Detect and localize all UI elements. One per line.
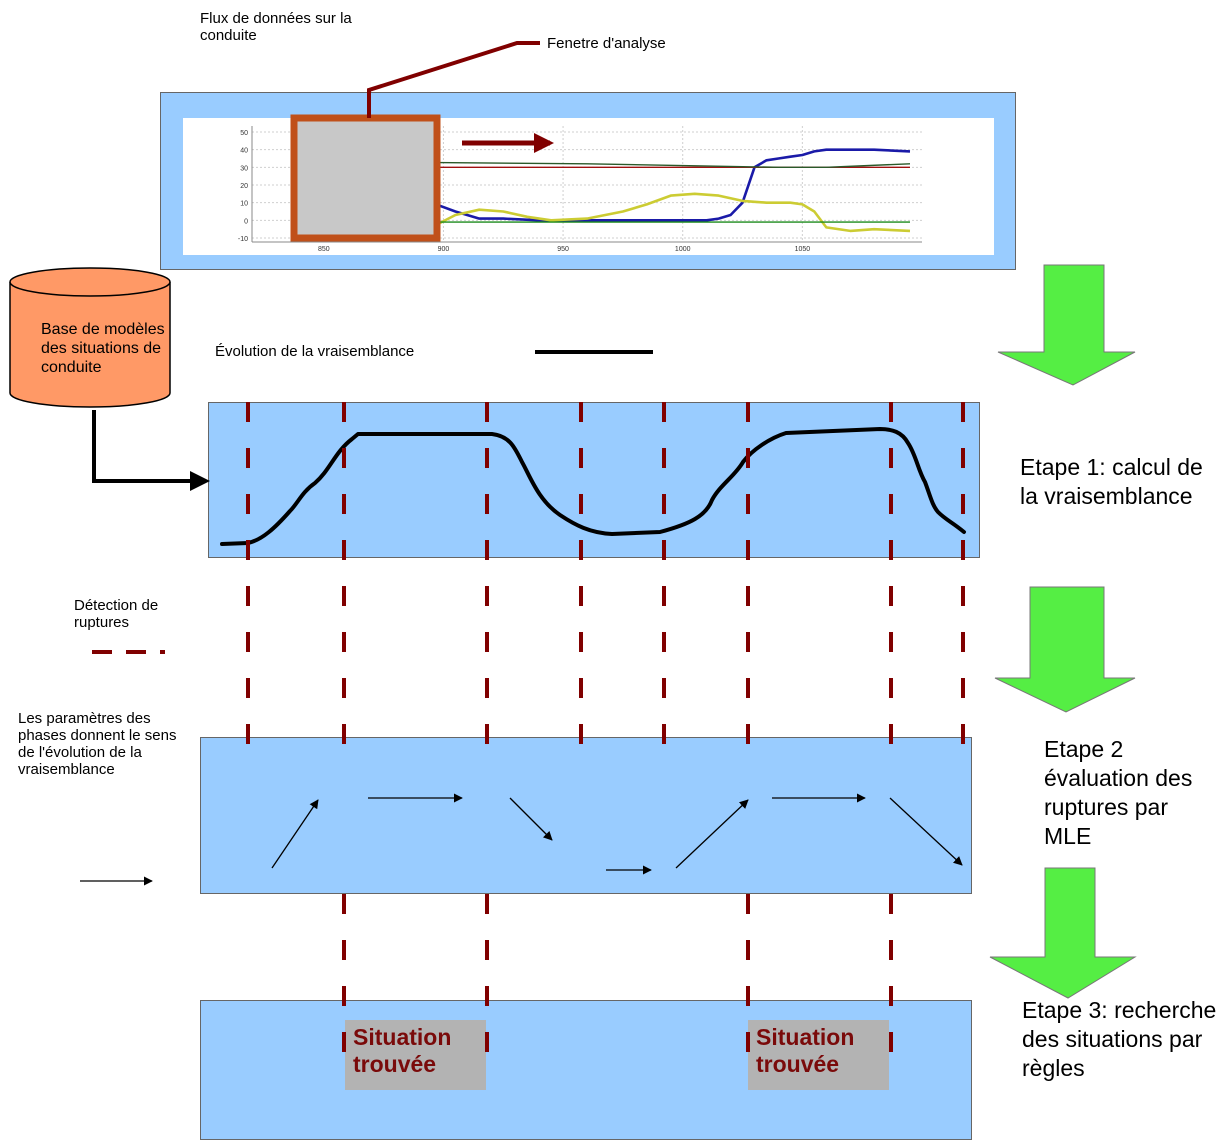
green-down-arrow-icon — [997, 264, 1136, 386]
analysis-window-label: Fenetre d'analyse — [547, 35, 666, 52]
x-tick-label: 950 — [557, 246, 569, 253]
break-evaluation-panel — [200, 737, 972, 894]
direction-arrow-icon — [675, 799, 749, 869]
likelihood-evolution-label: Évolution de la vraisemblance — [215, 343, 415, 360]
y-tick-label: 20 — [240, 183, 248, 190]
direction-arrow-icon — [271, 799, 319, 869]
situation-found-label: Situation trouvée — [756, 1024, 855, 1077]
direction-arrow-icon — [889, 797, 963, 866]
green-down-arrow-icon — [994, 586, 1136, 713]
database-label: Base de modèles des situations de condui… — [41, 321, 165, 376]
x-tick-label: 1000 — [675, 246, 691, 253]
y-tick-label: 50 — [240, 130, 248, 137]
y-tick-label: 0 — [244, 218, 248, 225]
series-line-1 — [371, 192, 911, 233]
situation-found-box-1: Situation trouvée — [345, 1020, 486, 1090]
phase-parameters-label: Les paramètres des phases donnent le sen… — [18, 710, 177, 778]
chart-tick-labels: 50 40 30 20 10 0 -10 850 900 950 1000 1050 — [238, 130, 810, 253]
step-2-label: Etape 2 évaluation des ruptures par MLE — [1044, 736, 1193, 849]
series-line-4 — [371, 161, 911, 169]
situation-found-label: Situation trouvée — [353, 1024, 452, 1077]
database-cylinder-icon — [9, 267, 171, 408]
x-tick-label: 900 — [438, 246, 450, 253]
data-stream-label: Flux de données sur la conduite — [200, 10, 352, 44]
direction-arrow-icon — [509, 797, 553, 841]
y-tick-label: 40 — [240, 148, 248, 155]
break-detection-label: Détection de ruptures — [74, 597, 159, 631]
y-tick-label: 10 — [240, 201, 248, 208]
step-3-label: Etape 3: recherche des situations par rè… — [1022, 997, 1217, 1081]
x-tick-label: 850 — [318, 246, 330, 253]
likelihood-curve — [220, 427, 966, 546]
database-connector-arrow — [92, 410, 210, 491]
analysis-window-leader — [367, 41, 540, 118]
series-line-0 — [371, 148, 911, 222]
y-tick-label: 30 — [240, 165, 248, 172]
analysis-window — [290, 114, 441, 242]
x-tick-label: 1050 — [795, 246, 811, 253]
break-lines — [246, 402, 965, 1076]
step-1-label: Etape 1: calcul de la vraisemblance — [1020, 454, 1203, 509]
situation-found-box-2: Situation trouvée — [748, 1020, 889, 1090]
phase-direction-arrows — [80, 793, 963, 886]
green-down-arrow-icon — [989, 867, 1137, 999]
chart-series — [371, 148, 911, 233]
y-tick-label: -10 — [238, 236, 248, 243]
